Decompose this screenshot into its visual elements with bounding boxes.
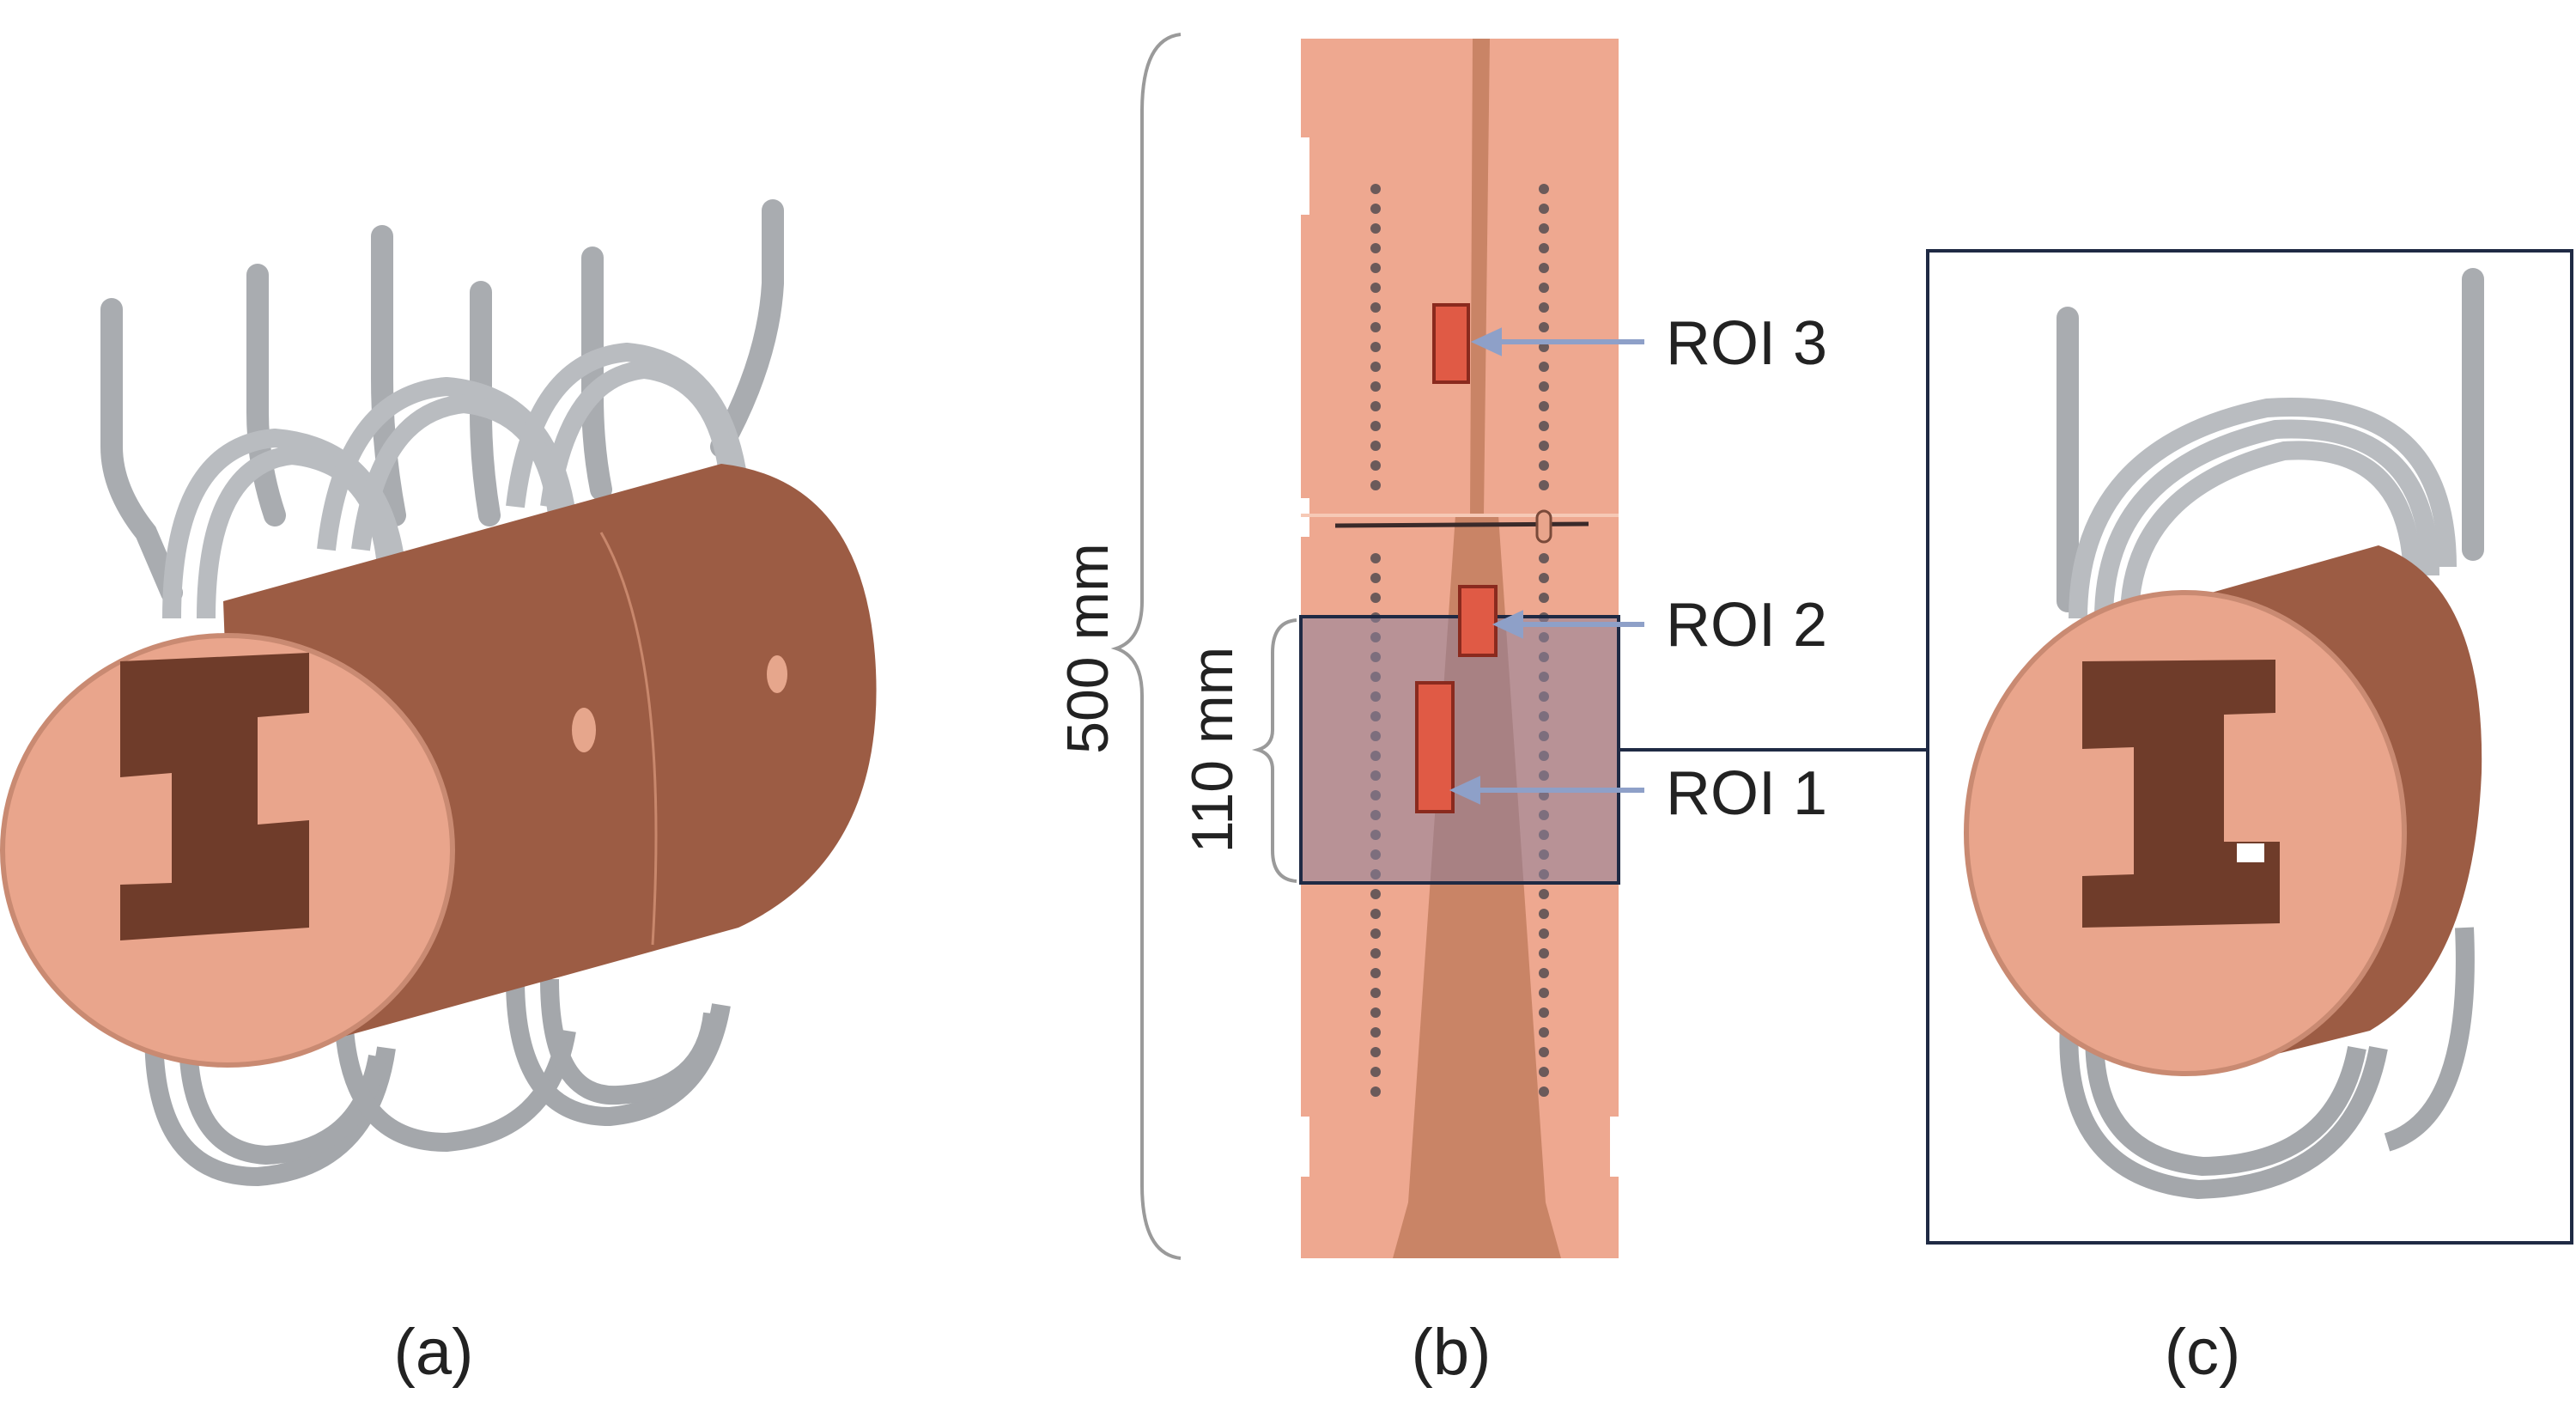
roi-arrows [1449, 327, 1644, 805]
cooling-channel-dot [1370, 184, 1381, 194]
cooling-channel-dot [1539, 204, 1549, 214]
cooling-channel-dot [1370, 593, 1381, 603]
detail-i-beam-aperture [2082, 660, 2280, 928]
cylinder-seam [599, 532, 658, 946]
upper-coil-loops [162, 342, 748, 619]
detail-lead-tubes [2057, 268, 2484, 612]
cooling-channel-dot [1370, 362, 1381, 372]
cooling-channel-dot [1370, 243, 1381, 253]
roi-1-rect [1415, 681, 1455, 813]
cooling-channel-dot [1539, 184, 1549, 194]
section-notch [1292, 1117, 1309, 1177]
cooling-channel-dot [1539, 1027, 1549, 1038]
roi-3-rect [1432, 303, 1470, 384]
cooling-channel-dot [1539, 573, 1549, 583]
cooling-channel-dot [1370, 302, 1381, 313]
cooling-channel-dot [1370, 968, 1381, 978]
cooling-channel-dot [1370, 1086, 1381, 1097]
cooling-channel-dot [1539, 948, 1549, 959]
cooling-channel-dot [1370, 480, 1381, 490]
cooling-channel-dot [1539, 593, 1549, 603]
cooling-channel-dot [1370, 988, 1381, 998]
cooling-channel-dot [1539, 968, 1549, 978]
cooling-channel-dot [1539, 1007, 1549, 1018]
cylinder-hole [767, 655, 787, 693]
section-pin [1535, 509, 1552, 544]
cooling-channel-dot [1370, 948, 1381, 959]
cooling-channel-dot [1539, 362, 1549, 372]
cooling-channel-dot [1539, 441, 1549, 451]
cooling-channel-dot [1539, 1086, 1549, 1097]
cooling-channel-dot [1539, 1047, 1549, 1057]
section-notch [1292, 498, 1309, 537]
section-notch [1292, 137, 1309, 215]
cooling-channel-dot [1370, 1007, 1381, 1018]
cooling-channel-dot [1539, 553, 1549, 563]
cylinder-hole [572, 708, 596, 752]
cooling-channel-dot [1370, 1047, 1381, 1057]
cooling-channel-dot [1539, 889, 1549, 899]
cooling-channel-dot [1370, 573, 1381, 583]
detail-upper-coil [2069, 398, 2457, 619]
lower-coil-loops [144, 978, 731, 1187]
cooling-channel-dot [1370, 263, 1381, 273]
cooling-channel-dot [1370, 889, 1381, 899]
cooling-channel-dot [1539, 263, 1549, 273]
cooling-channel-dot [1370, 1067, 1381, 1077]
cooling-channel-dot [1539, 322, 1549, 332]
zoom-length-brace [1251, 618, 1297, 883]
cooling-channel-dot [1539, 928, 1549, 939]
panel-c-caption: (c) [2165, 1316, 2241, 1389]
cooling-channel-dot [1539, 421, 1549, 431]
panel-a-caption: (a) [394, 1316, 474, 1389]
detail-aperture-notch [2237, 843, 2264, 862]
roi-2-rect [1458, 585, 1498, 657]
cooling-channel-dot [1539, 909, 1549, 919]
cooling-channel-dot [1539, 988, 1549, 998]
cooling-channel-dot [1539, 401, 1549, 411]
cooling-channel-dot [1539, 302, 1549, 313]
cooling-channel-dot [1539, 1067, 1549, 1077]
panel-a [0, 199, 877, 1187]
total-length-label: 500 mm [1055, 543, 1121, 754]
cooling-channel-dot [1370, 223, 1381, 234]
panel-b-caption: (b) [1412, 1316, 1492, 1389]
cooling-channel-dot [1370, 928, 1381, 939]
cooling-channel-dot [1539, 243, 1549, 253]
cooling-channel-dot [1370, 322, 1381, 332]
cooling-channel-dot [1539, 480, 1549, 490]
i-beam-aperture [120, 653, 309, 940]
cooling-channel-dot [1370, 342, 1381, 352]
cooling-channel-dot [1539, 460, 1549, 471]
cooling-channel-dot [1370, 421, 1381, 431]
cooling-channel-dot [1370, 553, 1381, 563]
total-length-brace [1110, 33, 1182, 1260]
roi-1-label: ROI 1 [1666, 759, 1827, 828]
cooling-channel-dot [1370, 909, 1381, 919]
cooling-channel-dot [1370, 381, 1381, 392]
cooling-channel-dot [1370, 401, 1381, 411]
roi-2-label: ROI 2 [1666, 591, 1827, 660]
cooling-channel-dot [1370, 1027, 1381, 1038]
roi-3-label: ROI 3 [1666, 309, 1827, 378]
cooling-channel-dot [1370, 283, 1381, 293]
panel-b: ROI 3 ROI 2 ROI 1 500 mm 110 mm [1055, 33, 1928, 1260]
cooling-channel-dot [1539, 381, 1549, 392]
zoom-length-label: 110 mm [1180, 647, 1245, 854]
panel-c [1926, 249, 2573, 1245]
cooling-channel-dot [1539, 223, 1549, 234]
detail-lower-coil [2059, 927, 2475, 1200]
cooling-channel-dot [1370, 460, 1381, 471]
cooling-channel-dot [1370, 204, 1381, 214]
section-notch [1610, 1117, 1627, 1177]
cooling-channel-dot [1539, 283, 1549, 293]
cooling-channel-dot [1370, 441, 1381, 451]
